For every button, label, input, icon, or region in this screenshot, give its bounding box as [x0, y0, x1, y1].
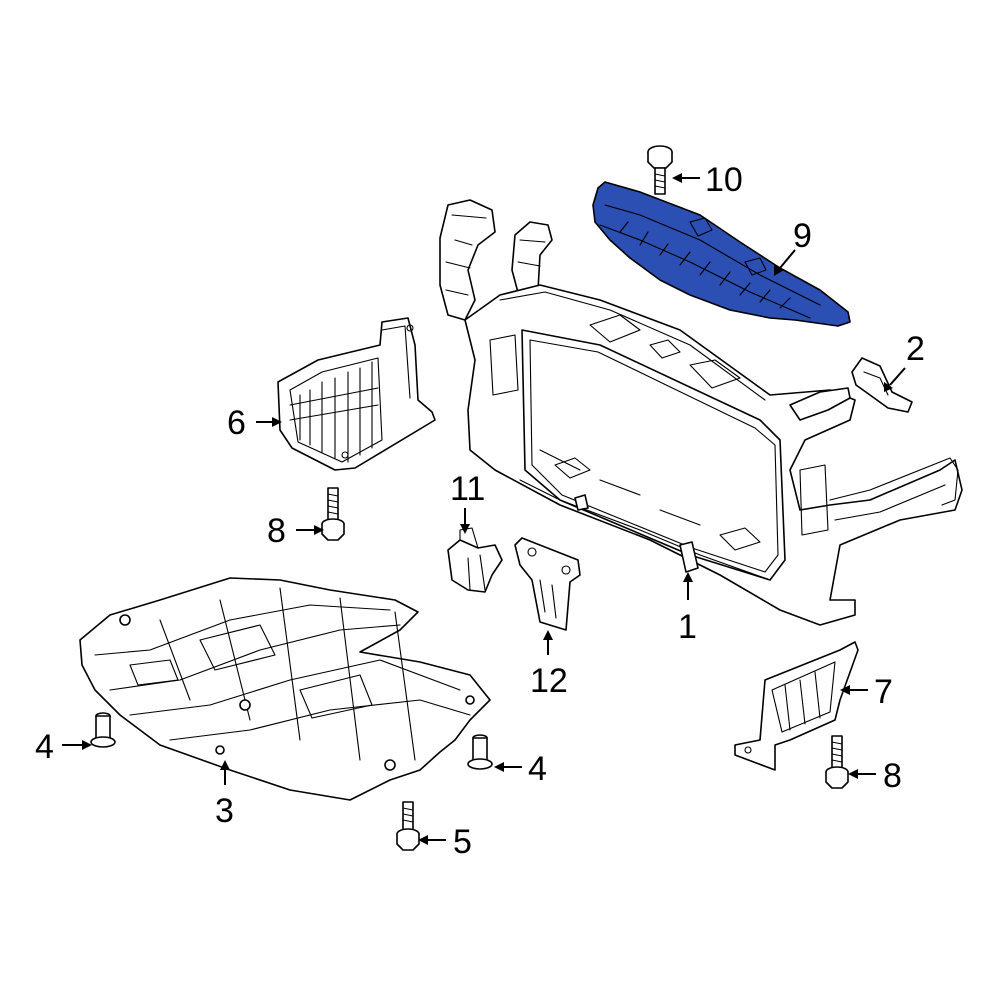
callout-arrows: [62, 173, 906, 845]
part-11-clip[interactable]: [447, 527, 503, 593]
callout-7: 7: [874, 673, 893, 711]
part-10-bolt[interactable]: [647, 145, 673, 195]
callout-10: 10: [705, 161, 743, 199]
part-7-air-guide[interactable]: [734, 641, 859, 771]
callout-11: 11: [450, 470, 485, 508]
callout-8-upper: 8: [267, 512, 286, 550]
callout-2: 2: [906, 330, 925, 368]
part-5-bolt[interactable]: [396, 801, 420, 851]
callout-8-lower: 8: [883, 757, 902, 795]
callout-9: 9: [793, 217, 812, 255]
part-12-bracket-plate[interactable]: [514, 537, 581, 631]
part-4-pin-left[interactable]: [90, 712, 116, 748]
callout-1: 1: [678, 608, 697, 646]
part-8-bolt-upper[interactable]: [321, 487, 345, 541]
part-8-bolt-lower[interactable]: [825, 735, 849, 789]
callout-3: 3: [215, 792, 234, 830]
part-6-air-guide[interactable]: [277, 317, 436, 471]
part-4-pin-right[interactable]: [467, 734, 493, 770]
part-2-bracket[interactable]: [851, 357, 913, 413]
callout-4-left: 4: [35, 728, 54, 766]
callout-6: 6: [227, 404, 246, 442]
callout-12: 12: [530, 662, 568, 700]
part-9-upper-cover[interactable]: [592, 181, 851, 327]
callout-4-right: 4: [528, 750, 547, 788]
part-3-under-cover[interactable]: [79, 577, 491, 801]
part-1-radiator-support[interactable]: [439, 199, 963, 626]
callout-5: 5: [453, 823, 472, 861]
